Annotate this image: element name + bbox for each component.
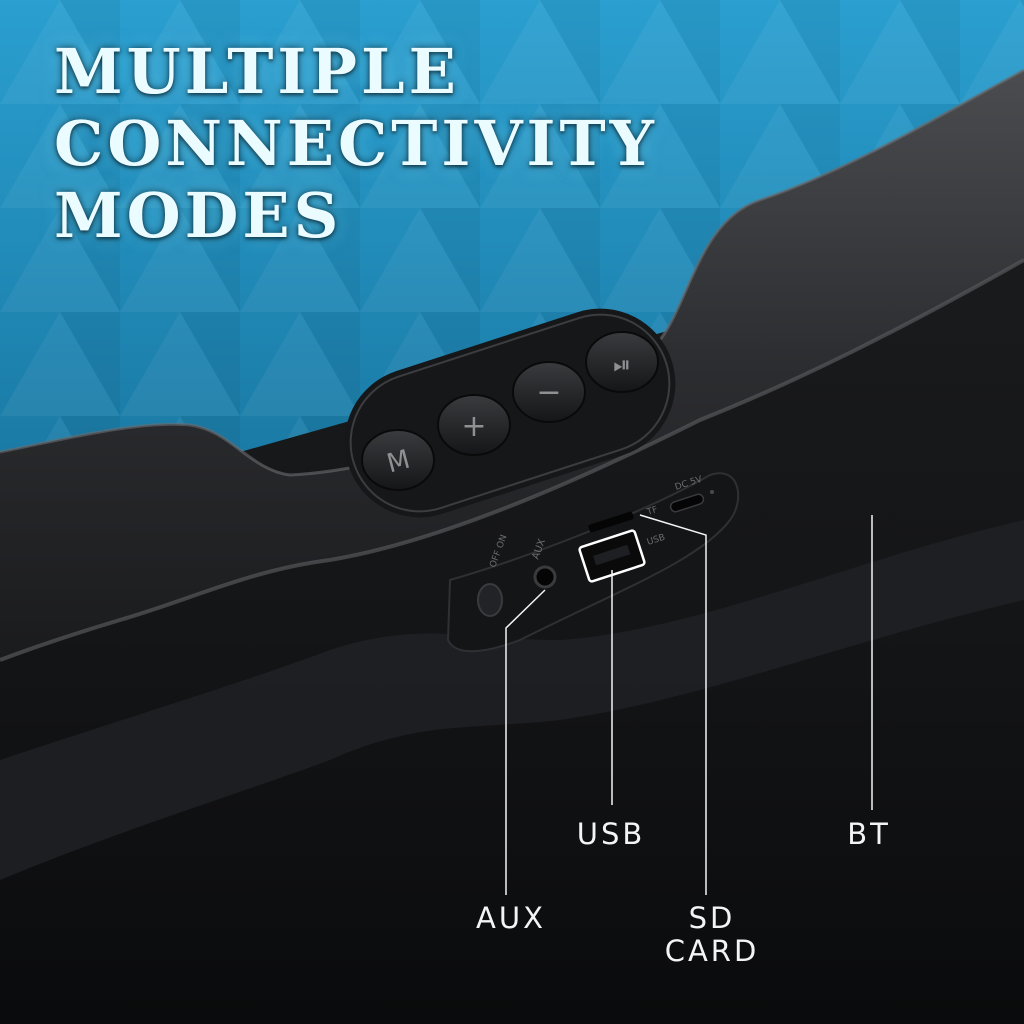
bt-callout-label: BT [847, 817, 891, 851]
plus-icon: + [461, 409, 486, 444]
led-indicator [710, 490, 714, 494]
sd-card-slot-label: TF [645, 505, 659, 518]
sd-card-callout-line-1: SD [688, 901, 736, 935]
headline-line-2: CONNECTIVITY [54, 107, 658, 180]
sd-card-callout-line-2: CARD [664, 934, 760, 968]
sd-card-slot[interactable] [588, 511, 634, 533]
aux-port[interactable] [533, 565, 557, 589]
usb-callout-label: USB [576, 817, 646, 851]
play-pause-icon: ⏯ [613, 353, 631, 378]
play-pause-button[interactable]: ⏯ [585, 331, 659, 393]
sd-card-callout-label: SD CARD [665, 902, 760, 968]
volume-up-button[interactable]: + [437, 394, 511, 456]
minus-icon: − [536, 375, 561, 410]
callout-lines [505, 514, 873, 895]
aux-leader-line [505, 589, 546, 895]
sd-leader-line [639, 514, 707, 895]
power-switch[interactable] [477, 583, 503, 617]
headline-line-1: MULTIPLE [54, 35, 460, 108]
port-panel: OFF ON AUX USB TF DC 5V [446, 472, 740, 653]
control-buttons: M + − ⏯ [344, 308, 676, 518]
mode-button[interactable]: M [361, 429, 435, 491]
aux-callout-label: AUX [476, 901, 546, 935]
dc-port[interactable] [669, 493, 705, 513]
headline-line-3: MODES [54, 179, 343, 252]
volume-down-button[interactable]: − [512, 361, 586, 423]
headline: MULTIPLE CONNECTIVITY MODES [54, 36, 658, 252]
